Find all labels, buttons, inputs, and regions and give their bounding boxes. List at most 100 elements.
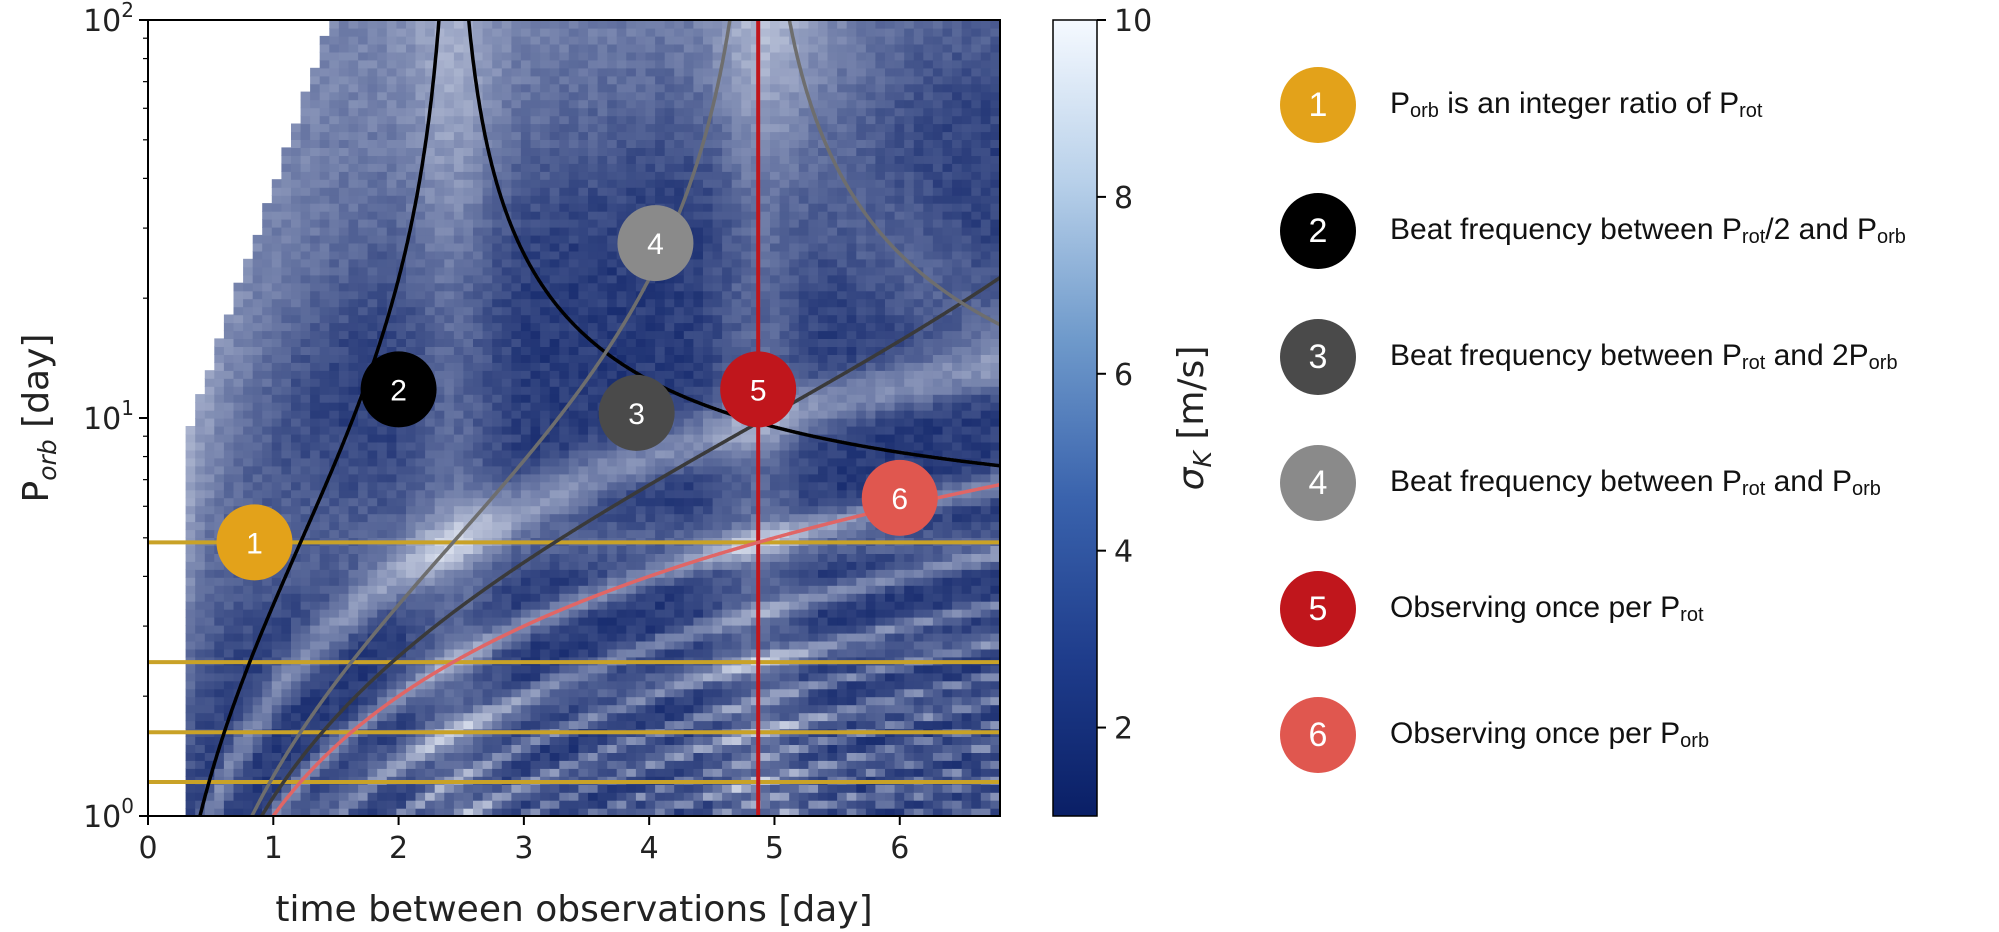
heatmap-cell [415, 418, 426, 427]
heatmap-cell [597, 712, 608, 722]
heatmap-cell [358, 800, 369, 809]
heatmap-cell [453, 720, 465, 730]
heatmap-cell [501, 625, 512, 634]
heatmap-cell [348, 330, 359, 339]
heatmap-cell [530, 51, 541, 61]
heatmap-cell [674, 784, 685, 793]
heatmap-cell [434, 354, 445, 363]
heatmap-cell [607, 35, 618, 45]
heatmap-cell [358, 250, 369, 260]
heatmap-cell [616, 43, 627, 53]
heatmap-cell [329, 513, 340, 523]
heatmap-cell [559, 625, 570, 634]
heatmap-cell [511, 489, 522, 499]
heatmap-cell [473, 354, 484, 363]
heatmap-cell [482, 601, 493, 610]
heatmap-cell [223, 433, 235, 443]
heatmap-cell [645, 625, 656, 634]
heatmap-cell [271, 648, 282, 658]
heatmap-cell [597, 521, 608, 531]
heatmap-cell [348, 306, 359, 316]
heatmap-cell [530, 449, 541, 459]
heatmap-cell [396, 306, 407, 316]
heatmap-cell [291, 378, 302, 387]
heatmap-cell [501, 83, 512, 93]
heatmap-cell [511, 187, 522, 196]
heatmap-cell [204, 664, 215, 674]
heatmap-cell [329, 266, 340, 276]
heatmap-cell [511, 569, 522, 578]
heatmap-cell [329, 211, 340, 220]
heatmap-cell [588, 720, 599, 730]
heatmap-cell [645, 640, 656, 650]
heatmap-cell [559, 250, 570, 260]
heatmap-cell [597, 211, 608, 220]
heatmap-cell [683, 75, 694, 85]
heatmap-cell [693, 115, 704, 125]
heatmap-cell [482, 83, 493, 93]
heatmap-cell [597, 545, 608, 554]
heatmap-cell [243, 688, 254, 698]
heatmap-cell [511, 433, 522, 443]
heatmap-cell [683, 51, 694, 61]
heatmap-cell [434, 609, 445, 618]
heatmap-cell [396, 800, 407, 809]
heatmap-cell [492, 473, 503, 483]
heatmap-cell [549, 91, 560, 101]
heatmap-cell [616, 59, 627, 69]
heatmap-cell [645, 720, 656, 730]
heatmap-cell [635, 513, 647, 523]
heatmap-cell [338, 410, 350, 419]
heatmap-cell [291, 497, 302, 507]
heatmap-cell [473, 418, 484, 427]
heatmap-cell [444, 784, 455, 793]
heatmap-cell [549, 513, 560, 523]
heatmap-cell [568, 211, 579, 220]
heatmap-cell [530, 545, 541, 554]
heatmap-cell [377, 688, 388, 698]
heatmap-cell [473, 290, 484, 300]
heatmap-cell [540, 290, 551, 300]
heatmap-cell [195, 696, 206, 706]
heatmap-cell [310, 274, 321, 284]
heatmap-cell [568, 800, 579, 809]
heatmap-cell [291, 625, 302, 634]
heatmap-cell [540, 601, 551, 610]
heatmap-cell [635, 792, 647, 801]
heatmap-cell [338, 720, 350, 730]
heatmap-cell [185, 433, 196, 443]
heatmap-cell [348, 808, 359, 816]
heatmap-cell [444, 577, 455, 586]
heatmap-cell [425, 20, 436, 29]
heatmap-cell [377, 792, 388, 801]
heatmap-cell [473, 465, 484, 475]
heatmap-cell [588, 131, 599, 140]
heatmap-cell [214, 354, 225, 363]
heatmap-cell [607, 497, 618, 507]
heatmap-cell [482, 672, 493, 682]
heatmap-cell [358, 203, 369, 212]
heatmap-cell [511, 258, 522, 268]
heatmap-cell [434, 784, 445, 793]
heatmap-cell [463, 720, 474, 730]
heatmap-cell [185, 441, 196, 451]
heatmap-cell [645, 712, 656, 722]
heatmap-cell [204, 481, 215, 491]
heatmap-cell [415, 147, 426, 156]
heatmap-cell [683, 282, 694, 292]
heatmap-cell [329, 664, 340, 674]
heatmap-cell [597, 760, 608, 769]
heatmap-cell [540, 760, 551, 769]
heatmap-cell [444, 521, 455, 531]
heatmap-cell [453, 593, 465, 602]
heatmap-cell [223, 625, 235, 634]
heatmap-cell [482, 99, 493, 109]
heatmap-cell [185, 704, 196, 714]
heatmap-cell [252, 410, 263, 419]
heatmap-cell [664, 680, 675, 690]
heatmap-cell [281, 274, 292, 284]
heatmap-cell [310, 513, 321, 523]
heatmap-cell [434, 346, 445, 355]
heatmap-cell [674, 441, 685, 451]
heatmap-cell [616, 481, 627, 491]
